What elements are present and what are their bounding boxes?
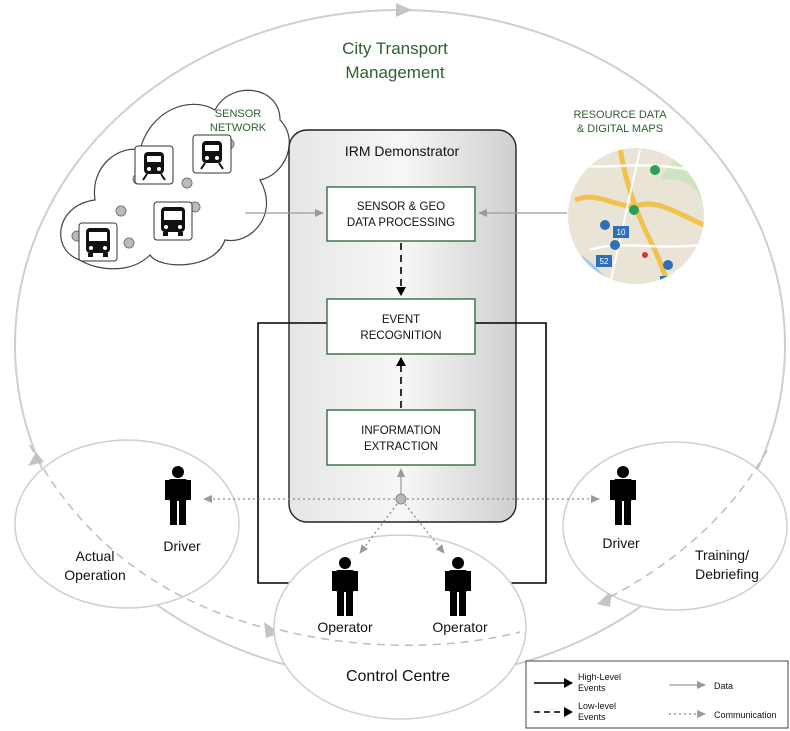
cycle-arrow-top — [396, 3, 412, 17]
map-route-label: 52 — [600, 257, 609, 266]
map-marker-icon — [642, 252, 648, 258]
driver-right-icon — [610, 466, 636, 525]
actual-operation-region — [14, 439, 240, 609]
tram-icon — [192, 134, 232, 174]
legend-low-level-label-1: Low-level — [578, 701, 616, 711]
information-extraction-label-1: INFORMATION — [361, 425, 441, 437]
actual-operation-label-1: Actual — [76, 548, 115, 564]
bus-icon — [153, 201, 193, 241]
driver-right-label: Driver — [602, 535, 640, 551]
sensor-network-label-2: NETWORK — [210, 122, 267, 134]
sensor-network-cloud: SENSOR NETWORK — [60, 89, 290, 270]
training-label-2: Debriefing — [695, 566, 759, 582]
digital-map: 10 52 500 — [568, 148, 704, 286]
sensor-node — [181, 177, 193, 189]
control-centre-region — [273, 534, 527, 720]
map-route-label: 10 — [617, 228, 626, 237]
legend: High-Level Events Low-level Events Data … — [525, 660, 789, 729]
tram-icon — [134, 145, 174, 185]
operator-left-icon — [332, 557, 358, 616]
sensor-geo-label-2: DATA PROCESSING — [347, 217, 455, 229]
sensor-network-label-1: SENSOR — [215, 108, 262, 120]
bus-icon — [78, 222, 118, 262]
legend-low-level-label-2: Events — [578, 712, 606, 722]
legend-data-label: Data — [714, 681, 733, 691]
operator-right-label: Operator — [432, 619, 488, 635]
cycle-arrow-left — [28, 452, 44, 466]
title-line-1: City Transport — [342, 39, 448, 58]
operator-left-label: Operator — [317, 619, 373, 635]
actual-operation-label-2: Operation — [64, 567, 125, 583]
information-extraction-label-2: EXTRACTION — [364, 441, 438, 453]
title-line-2: Management — [345, 63, 445, 82]
event-recognition-label-2: RECOGNITION — [360, 330, 441, 342]
information-extraction-box: INFORMATION EXTRACTION — [326, 409, 476, 466]
sensor-node — [123, 237, 135, 249]
map-tram-marker-icon — [629, 205, 639, 215]
training-region — [562, 441, 788, 611]
driver-left-icon — [165, 466, 191, 525]
control-centre-label: Control Centre — [346, 668, 450, 685]
resource-data-label-2: & DIGITAL MAPS — [577, 123, 663, 135]
sensor-node — [115, 205, 127, 217]
map-bus-marker-icon — [610, 240, 620, 250]
communication-hub — [395, 493, 407, 505]
operator-right-icon — [445, 557, 471, 616]
event-recognition-label-1: EVENT — [382, 314, 420, 326]
map-tram-marker-icon — [650, 165, 660, 175]
training-label-1: Training/ — [695, 547, 749, 563]
legend-high-level-label-1: High-Level — [578, 672, 621, 682]
map-route-label: 500 — [663, 279, 675, 286]
map-bus-marker-icon — [663, 260, 673, 270]
communication-links — [203, 495, 600, 554]
demonstrator-title: IRM Demonstrator — [345, 143, 460, 159]
sensor-geo-processing-box: SENSOR & GEO DATA PROCESSING — [326, 186, 476, 242]
map-bus-marker-icon — [600, 220, 610, 230]
resource-data-label-1: RESOURCE DATA — [573, 109, 667, 121]
sensor-geo-label-1: SENSOR & GEO — [357, 201, 445, 213]
driver-left-label: Driver — [163, 538, 201, 554]
legend-communication-label: Communication — [714, 710, 777, 720]
legend-high-level-label-2: Events — [578, 683, 606, 693]
event-recognition-box: EVENT RECOGNITION — [326, 298, 476, 355]
